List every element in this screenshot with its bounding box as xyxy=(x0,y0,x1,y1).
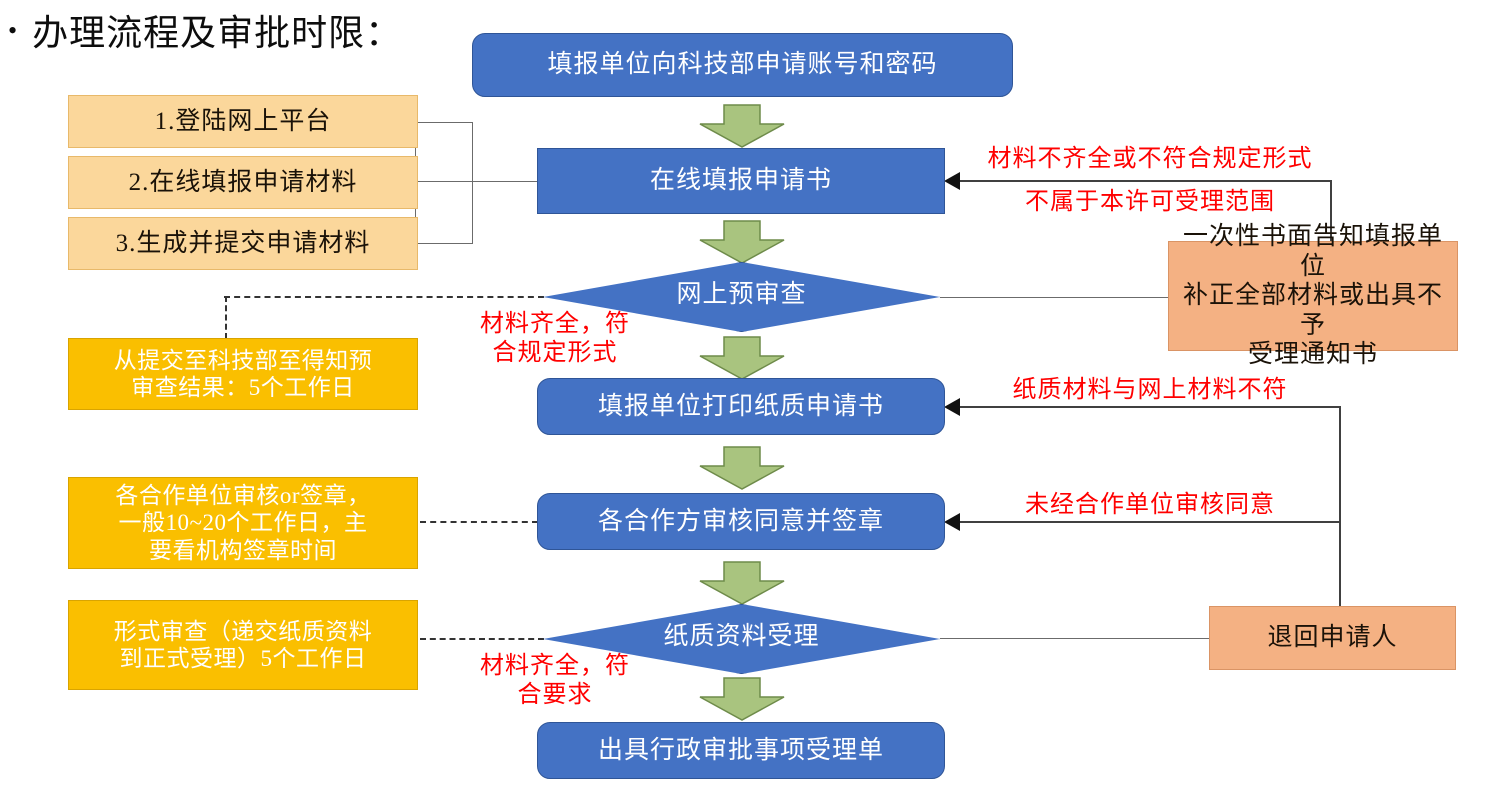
condition-label-no-partner-approval: 未经合作单位审核同意 xyxy=(1025,492,1275,518)
process-box-issue-receipt[interactable]: 出具行政审批事项受理单 xyxy=(537,722,945,779)
outcome-box-return-applicant[interactable]: 退回申请人 xyxy=(1209,606,1456,670)
connector-paper-accept-note-dash xyxy=(420,638,544,640)
decision-diamond-paper-accept[interactable]: 纸质资料受理 xyxy=(543,604,940,674)
connector-partners-note-dash xyxy=(420,521,538,523)
process-box-online-form[interactable]: 在线填报申请书 xyxy=(537,148,945,214)
decision-label-paper-accept: 纸质资料受理 xyxy=(663,623,820,650)
decision-label-online-prereview: 网上预审查 xyxy=(676,281,807,308)
flow-arrow-4 xyxy=(698,446,786,490)
process-box-partners-sign[interactable]: 各合作方审核同意并签章 xyxy=(537,493,945,550)
condition-label-incomplete: 材料不齐全或不符合规定形式 xyxy=(987,146,1313,172)
process-box-print-paper[interactable]: 填报单位打印纸质申请书 xyxy=(537,378,945,435)
connector-prereview-note-dash-h xyxy=(224,296,544,298)
note-box-partner-time[interactable]: 各合作单位审核or签章， 一般10~20个工作日，主 要看机构签章时间 xyxy=(68,477,418,569)
substep-label-1: 1.登陆网上平台 xyxy=(154,107,332,135)
substep-box-1[interactable]: 1.登陆网上平台 xyxy=(68,95,418,148)
flow-arrow-1 xyxy=(698,104,786,148)
process-label-print-paper: 填报单位打印纸质申请书 xyxy=(597,392,884,420)
process-label-partners-sign: 各合作方审核同意并签章 xyxy=(597,507,884,535)
flow-arrow-5 xyxy=(698,561,786,605)
process-label-issue-receipt: 出具行政审批事项受理单 xyxy=(597,736,884,764)
process-label-online-form: 在线填报申请书 xyxy=(649,167,832,195)
arrowhead-online-form xyxy=(944,172,960,190)
connector-notice-to-online-form-h xyxy=(960,180,1332,182)
page-title: • 办理流程及审批时限： xyxy=(8,4,402,56)
connector-substep-3 xyxy=(415,243,473,244)
note-box-prereview-time[interactable]: 从提交至科技部至得知预 审查结果：5个工作日 xyxy=(68,338,418,410)
note-box-formal-time[interactable]: 形式审查（递交纸质资料 到正式受理）5个工作日 xyxy=(68,600,418,690)
arrowhead-print-paper xyxy=(944,398,960,416)
process-label-apply-account: 填报单位向科技部申请账号和密码 xyxy=(547,51,938,79)
condition-label-out-of-scope: 不属于本许可受理范围 xyxy=(1025,189,1275,215)
page-title-text: 办理流程及审批时限： xyxy=(32,13,403,53)
condition-label-complete-2: 材料齐全，符 合要求 xyxy=(480,653,630,709)
note-label-partner-time: 各合作单位审核or签章， 一般10~20个工作日，主 要看机构签章时间 xyxy=(115,483,371,563)
flow-arrow-2 xyxy=(698,220,786,264)
note-label-prereview-time: 从提交至科技部至得知预 审查结果：5个工作日 xyxy=(113,347,373,400)
outcome-box-written-notice[interactable]: 一次性书面告知填报单位 补正全部材料或出具不予 受理通知书 xyxy=(1168,223,1458,368)
connector-prereview-to-notice xyxy=(940,297,1169,298)
arrowhead-partners-sign xyxy=(944,513,960,531)
note-label-formal-time: 形式审查（递交纸质资料 到正式受理）5个工作日 xyxy=(113,618,373,671)
connector-substeps-bracket xyxy=(472,122,473,244)
flow-arrow-6 xyxy=(698,677,786,721)
outcome-label-return-applicant: 退回申请人 xyxy=(1267,624,1398,652)
condition-label-paper-mismatch: 纸质材料与网上材料不符 xyxy=(1012,377,1288,403)
bullet-icon: • xyxy=(8,16,19,45)
connector-substeps-to-online-form xyxy=(472,181,538,182)
substep-box-3[interactable]: 3.生成并提交申请材料 xyxy=(68,217,418,270)
connector-return-to-print-h xyxy=(960,406,1340,408)
connector-notice-to-online-form-v xyxy=(1330,180,1332,243)
connector-return-to-partners-h xyxy=(960,521,1340,523)
connector-return-spine xyxy=(1339,406,1341,608)
substep-label-3: 3.生成并提交申请材料 xyxy=(115,229,371,257)
substep-label-2: 2.在线填报申请材料 xyxy=(128,168,358,196)
flow-arrow-3 xyxy=(698,336,786,380)
substep-box-2[interactable]: 2.在线填报申请材料 xyxy=(68,156,418,209)
process-box-apply-account[interactable]: 填报单位向科技部申请账号和密码 xyxy=(472,33,1013,97)
connector-paper-accept-to-return xyxy=(940,638,1210,639)
decision-diamond-online-prereview[interactable]: 网上预审查 xyxy=(543,262,940,332)
connector-substep-2 xyxy=(415,181,473,182)
outcome-label-written-notice: 一次性书面告知填报单位 补正全部材料或出具不予 受理通知书 xyxy=(1182,223,1443,369)
connector-substep-1 xyxy=(415,122,473,123)
condition-label-complete-1: 材料齐全，符 合规定形式 xyxy=(480,311,630,367)
connector-prereview-note-dash-v xyxy=(225,296,227,339)
